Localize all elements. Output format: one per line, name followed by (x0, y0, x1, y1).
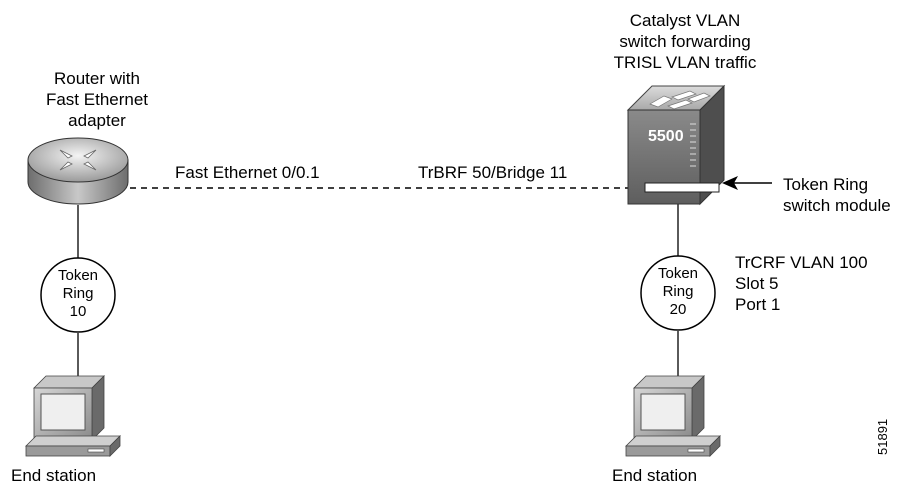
fast-ethernet-label: Fast Ethernet 0/0.1 (175, 163, 320, 182)
token-ring-20-label: Token Ring 20 (648, 265, 708, 319)
ring-20-line-1: Token (657, 265, 699, 282)
switch-label-line-1: Catalyst VLAN (629, 11, 741, 30)
ring-10-line-1: Token (57, 267, 99, 284)
router-label-line-1: Router with (54, 69, 140, 88)
vlan-info-line-2: Slot 5 (735, 274, 779, 293)
catalyst-switch-icon (626, 84, 726, 206)
router-label-line-3: adapter (68, 111, 126, 130)
router-label: Router with Fast Ethernet adapter (22, 68, 172, 131)
vlan-info-line-1: TrCRF VLAN 100 (735, 253, 868, 272)
end-station-right-label: End station (612, 466, 698, 485)
switch-model-label: 5500 (648, 128, 684, 145)
ring-20-line-2: Ring (662, 283, 694, 300)
switch-label-line-2: switch forwarding (619, 32, 751, 51)
module-label-line-2: switch module (783, 196, 891, 215)
module-label-line-1: Token Ring (783, 175, 869, 194)
switch-label: Catalyst VLAN switch forwarding TRISL VL… (595, 10, 775, 73)
figure-number: 51891 (875, 418, 890, 455)
token-ring-10-label: Token Ring 10 (48, 267, 108, 321)
module-pointer-arrow (722, 176, 772, 190)
end-station-left-label: End station (11, 466, 97, 485)
module-label: Token Ring switch module (783, 174, 891, 216)
end-station-pc-icon-left (25, 375, 121, 457)
token-ring-10-circle (40, 257, 116, 333)
ring-10-line-3: 10 (69, 303, 87, 320)
vlan-info-line-3: Port 1 (735, 295, 781, 314)
switch-label-line-3: TRISL VLAN traffic (613, 53, 757, 72)
router-icon (27, 137, 129, 205)
token-ring-20-circle (640, 255, 716, 331)
ring-10-line-2: Ring (62, 285, 94, 302)
ring-20-line-3: 20 (669, 301, 687, 318)
token-ring-switch-module (644, 182, 720, 193)
trbrf-label: TrBRF 50/Bridge 11 (418, 163, 568, 182)
end-station-pc-icon-right (625, 375, 721, 457)
router-label-line-2: Fast Ethernet (45, 90, 149, 109)
vlan-info-label: TrCRF VLAN 100 Slot 5 Port 1 (735, 252, 868, 315)
